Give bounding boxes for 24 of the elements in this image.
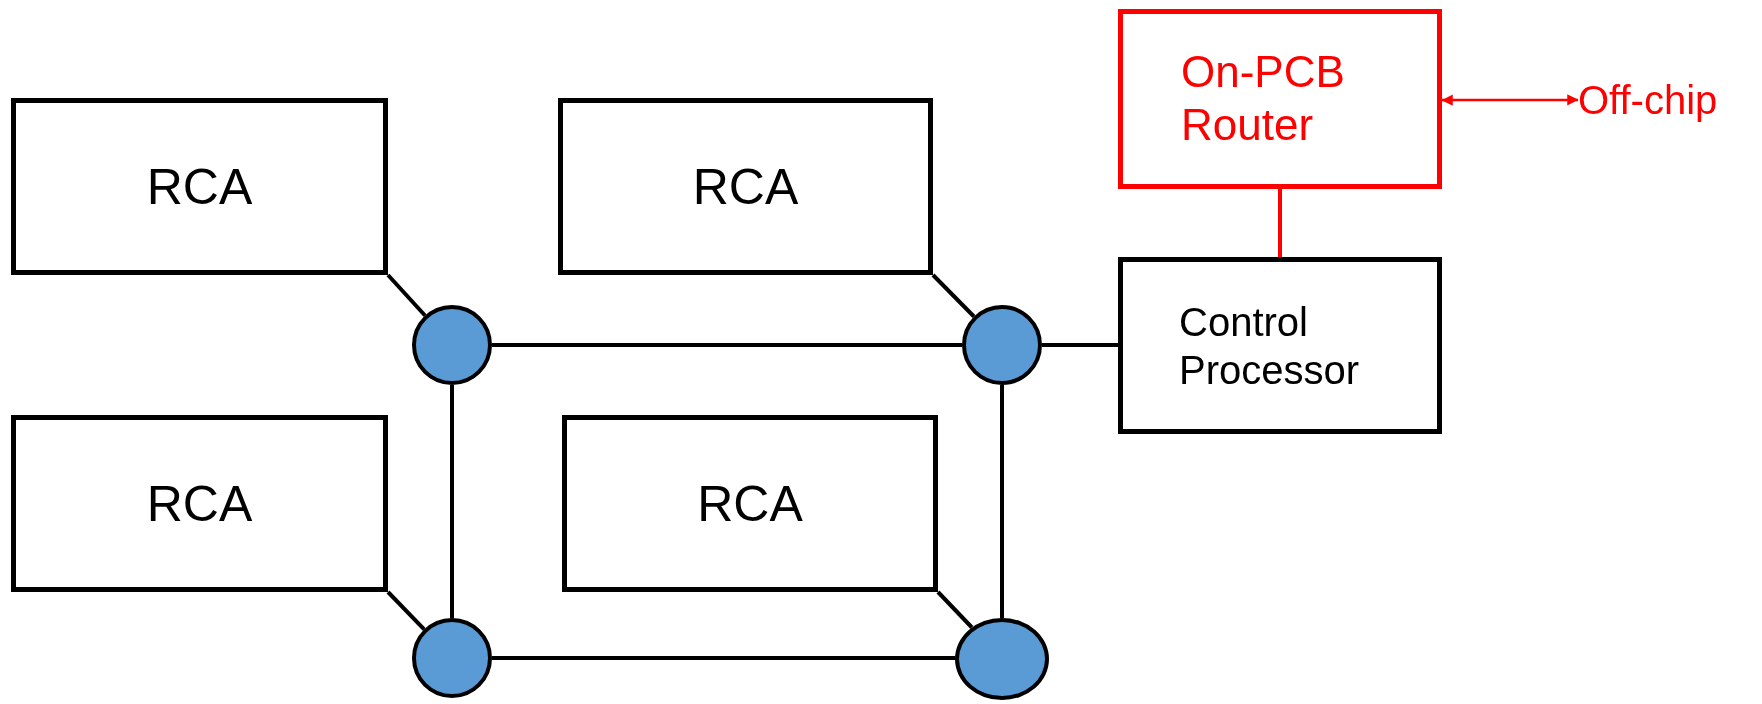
box-label: RCA	[146, 474, 253, 534]
process-box	[11, 415, 388, 592]
connector-line	[492, 343, 962, 347]
connector-line	[1000, 385, 1004, 618]
off-chip-label: Off-chip	[1578, 78, 1718, 122]
connector-line	[931, 273, 976, 318]
connector-line	[492, 656, 955, 660]
connector-line	[386, 273, 427, 317]
box-label: RCA	[692, 157, 799, 217]
connector-line	[1042, 343, 1118, 347]
box-label: On-PCB Router	[1181, 46, 1346, 151]
box-label: RCA	[697, 474, 803, 534]
connector-line	[386, 590, 426, 631]
box-label: Control Processor	[1179, 298, 1361, 394]
process-box	[558, 98, 933, 275]
connector-line	[1278, 189, 1282, 257]
double-arrow	[1441, 94, 1579, 106]
connector-line	[450, 385, 454, 618]
process-box	[562, 415, 938, 592]
process-box	[1118, 257, 1442, 434]
connector-line	[936, 590, 974, 629]
router-box	[1118, 9, 1442, 189]
process-box	[11, 98, 388, 275]
box-label: RCA	[146, 157, 253, 217]
